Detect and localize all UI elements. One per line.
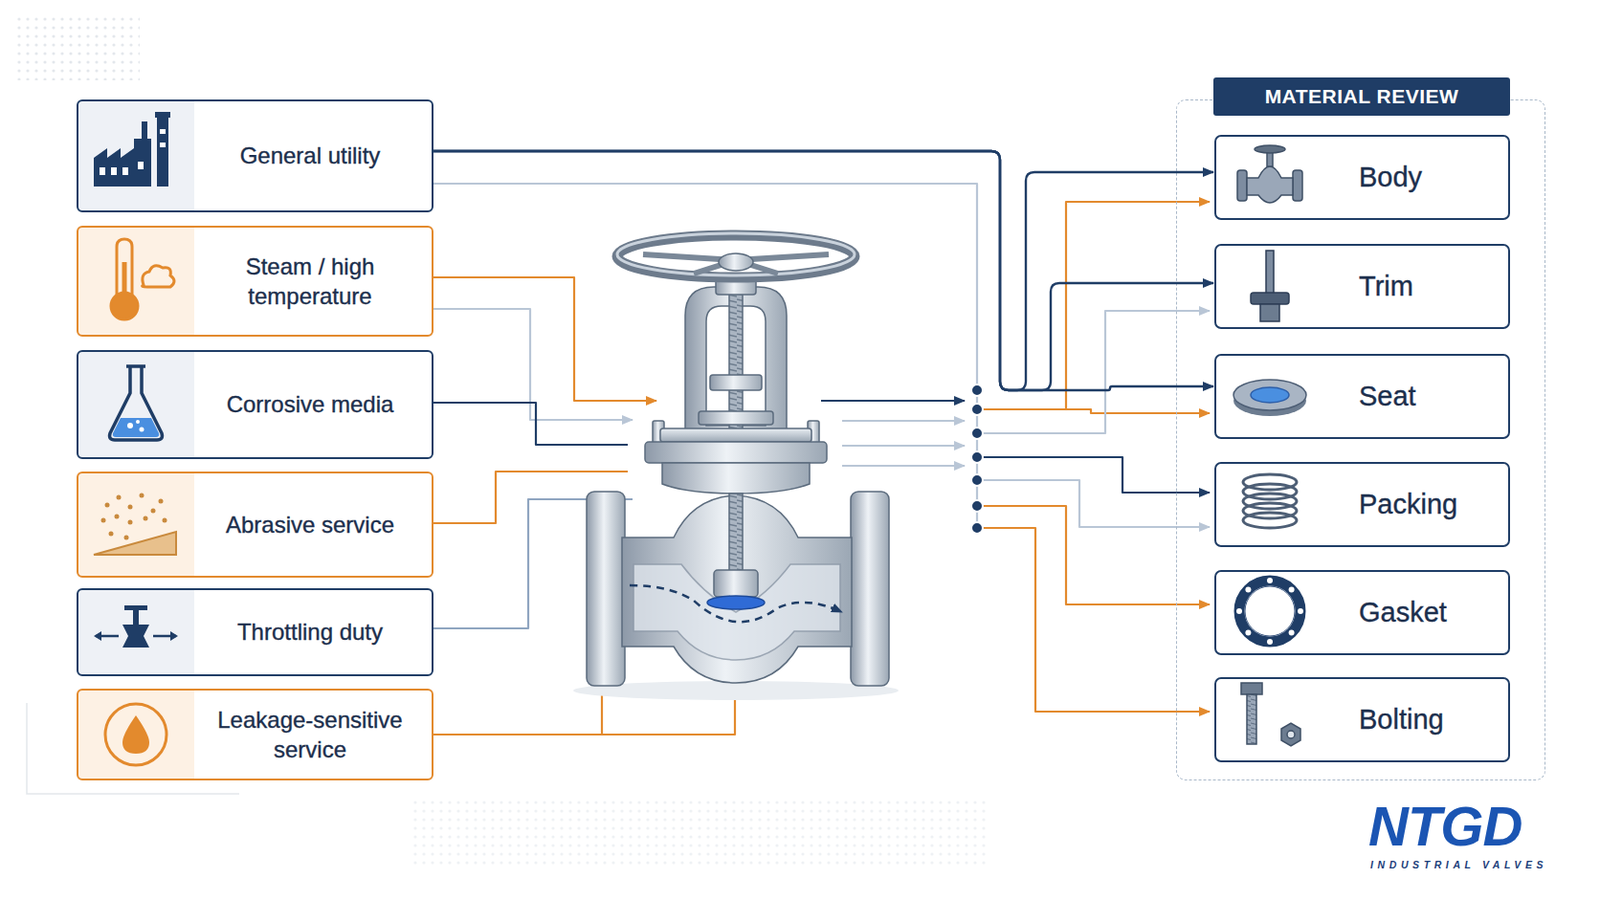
- node-label: Bolting: [1358, 704, 1445, 736]
- brand-logo: NTGD: [1368, 794, 1522, 859]
- leader-lines-right: [977, 201, 1210, 410]
- leader-lines-right: [977, 480, 1210, 528]
- flow-connector: [433, 151, 1214, 391]
- component-box: Packing: [1214, 462, 1511, 548]
- leader-lines-left: [433, 277, 657, 401]
- node-label: Gasket: [1358, 597, 1447, 629]
- junction-dots: [971, 427, 983, 440]
- globe-valve-illustration: [698, 411, 774, 425]
- leader-lines-right: [977, 506, 1210, 605]
- node-label: Leakage-sensitive service: [200, 705, 420, 765]
- leader-lines-right: [977, 457, 1210, 493]
- leader-lines-left: [433, 183, 978, 735]
- service-box: Leakage-sensitive service: [76, 688, 434, 781]
- node-label: Steam / high temperature: [200, 251, 420, 312]
- group-heading: MATERIAL REVIEW: [1213, 77, 1511, 116]
- junction-dots: [971, 384, 983, 397]
- component-box: Trim: [1214, 244, 1511, 330]
- component-box: Body: [1214, 134, 1511, 221]
- junction-dots: [971, 384, 983, 534]
- leader-lines-right: [821, 400, 965, 402]
- globe-valve-illustration: [713, 570, 758, 598]
- service-box: Throttling duty: [76, 588, 434, 677]
- globe-valve-illustration: [729, 493, 743, 575]
- node-label: General utility: [200, 140, 420, 171]
- service-box: General utility: [76, 99, 434, 213]
- leader-lines-left: [433, 402, 628, 445]
- leader-lines-right: [842, 465, 965, 467]
- junction-dots: [971, 451, 983, 464]
- globe-valve-illustration: [707, 596, 765, 610]
- service-box: Corrosive media: [76, 350, 434, 460]
- junction-dots: [971, 474, 983, 487]
- globe-valve-illustration: [662, 463, 810, 494]
- globe-valve-illustration: [617, 235, 855, 278]
- globe-valve-illustration: [850, 491, 889, 687]
- review-group: MATERIAL REVIEWBodyTrimSeatPackingGasket…: [1176, 99, 1546, 781]
- globe-valve-illustration: [644, 442, 827, 464]
- junction-dots: [971, 522, 983, 534]
- background-dots: [15, 13, 140, 81]
- node-label: Seat: [1358, 380, 1417, 413]
- globe-valve-illustration: [573, 233, 899, 701]
- globe-valve-illustration: [617, 233, 855, 276]
- background-dots: [411, 799, 986, 867]
- globe-valve-illustration: [633, 564, 841, 661]
- background-dots: [15, 13, 986, 867]
- node-label: Body: [1358, 161, 1423, 194]
- component-box: Seat: [1214, 354, 1511, 440]
- node-label: Abrasive service: [200, 510, 420, 540]
- leader-lines-right: [977, 409, 1210, 414]
- globe-valve-illustration: [586, 491, 625, 687]
- leader-lines-right: [977, 311, 1210, 434]
- globe-valve-illustration: [710, 375, 762, 391]
- node-label: Corrosive media: [200, 389, 420, 420]
- component-box: Gasket: [1214, 570, 1511, 656]
- node-label: Packing: [1358, 488, 1458, 521]
- globe-valve-illustration: [629, 585, 843, 623]
- leader-lines-right: [842, 420, 965, 423]
- leader-lines-right: [977, 528, 1210, 712]
- brand-tagline: INDUSTRIAL VALVES: [1370, 859, 1548, 871]
- service-box: Abrasive service: [76, 471, 434, 578]
- leader-lines-right: [821, 201, 1210, 712]
- component-box: Bolting: [1214, 677, 1511, 763]
- leader-lines-right: [842, 444, 965, 447]
- node-label: Throttling duty: [200, 617, 420, 647]
- junction-dots: [971, 403, 983, 416]
- globe-valve-illustration: [660, 428, 812, 443]
- globe-valve-illustration: [718, 253, 754, 271]
- service-box: Steam / high temperature: [76, 225, 434, 337]
- node-label: Trim: [1358, 270, 1414, 303]
- globe-valve-illustration: [643, 254, 829, 274]
- junction-dots: [971, 500, 983, 512]
- flow-connector: [433, 151, 1214, 391]
- flow-connector: [433, 151, 1214, 391]
